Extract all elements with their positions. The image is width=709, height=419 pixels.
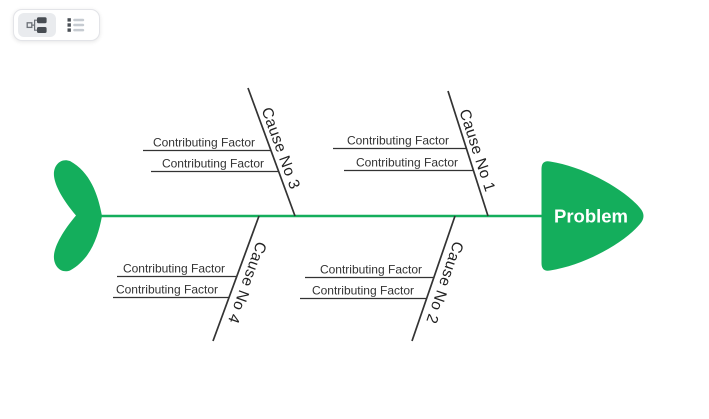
diagram-view-button[interactable]	[18, 13, 56, 37]
problem-head-shape[interactable]	[541, 161, 644, 271]
cause-label[interactable]: Cause No 3	[258, 105, 303, 191]
list-icon	[65, 16, 87, 34]
cause-bone-line	[411, 215, 456, 342]
factor-label[interactable]: Contributing Factor	[162, 157, 264, 171]
cause-bone-line	[247, 87, 296, 217]
cause-bone-line	[212, 215, 260, 342]
cause-label[interactable]: Cause No 2	[422, 239, 466, 326]
factor-label[interactable]: Contributing Factor	[312, 284, 414, 298]
view-toolbar	[13, 9, 100, 41]
factor-label[interactable]: Contributing Factor	[116, 283, 218, 297]
fish-tail-shape[interactable]	[53, 160, 102, 272]
cause-label[interactable]: Cause No 4	[224, 239, 269, 325]
list-view-button[interactable]	[57, 13, 95, 37]
factor-label[interactable]: Contributing Factor	[347, 134, 449, 148]
factor-label[interactable]: Contributing Factor	[153, 136, 255, 150]
fishbone-tree-icon	[26, 16, 48, 34]
factor-label[interactable]: Contributing Factor	[320, 263, 422, 277]
problem-label[interactable]: Problem	[554, 206, 628, 227]
cause-bone-line	[447, 90, 489, 217]
factor-label[interactable]: Contributing Factor	[123, 262, 225, 276]
factor-label[interactable]: Contributing Factor	[356, 156, 458, 170]
